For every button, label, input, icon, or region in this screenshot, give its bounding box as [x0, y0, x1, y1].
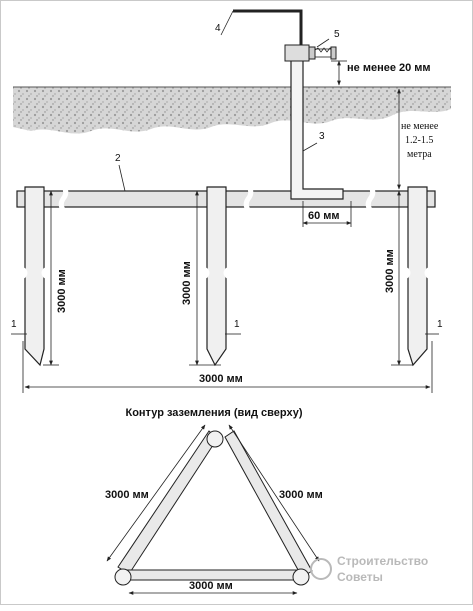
callout-2: 2 — [115, 153, 121, 164]
tri-label-left: 3000 мм — [105, 489, 149, 501]
electrode-top — [206, 430, 224, 448]
ground-rod-left — [20, 186, 49, 367]
contour-title: Контур заземления (вид сверху) — [125, 407, 302, 419]
tri-label-bottom: 3000 мм — [189, 580, 233, 592]
bar-break-marks — [58, 185, 376, 213]
watermark-logo-icon — [310, 558, 332, 580]
dim-rod-left — [43, 190, 59, 366]
label-rod-middle: 3000 мм — [181, 261, 193, 305]
watermark-line2: Советы — [337, 570, 383, 584]
dim-rod-middle — [189, 190, 221, 366]
dim-span — [22, 341, 433, 393]
callout-1-right: 1 — [437, 319, 443, 330]
label-depth-line3: метра — [407, 149, 432, 160]
dim-min-20mm — [331, 60, 347, 86]
tri-dim-right — [228, 424, 320, 562]
leader-4 — [220, 10, 234, 36]
label-min-20mm: не менее 20 мм — [347, 62, 431, 74]
tri-label-right: 3000 мм — [279, 489, 323, 501]
label-60mm: 60 мм — [308, 210, 340, 222]
outlet-strip — [290, 50, 344, 200]
grounding-wire — [233, 9, 303, 51]
callout-3: 3 — [319, 131, 325, 142]
callout-5: 5 — [334, 29, 340, 40]
watermark: Строительство Советы — [310, 554, 428, 584]
callout-1-left: 1 — [11, 319, 17, 330]
label-rod-left: 3000 мм — [56, 269, 68, 313]
callout-4: 4 — [215, 23, 221, 34]
leader-2 — [118, 164, 126, 192]
ground-rod-middle — [202, 186, 231, 367]
label-span: 3000 мм — [199, 373, 243, 385]
ground-rod-right — [403, 186, 432, 367]
leader-3 — [302, 142, 318, 152]
watermark-line1: Строительство — [337, 554, 428, 568]
label-rod-right: 3000 мм — [384, 249, 396, 293]
electrode-left — [114, 568, 132, 586]
electrode-right — [292, 568, 310, 586]
dim-rod-right — [391, 190, 413, 366]
label-depth-line1: не менее — [401, 121, 439, 132]
callout-1-mid: 1 — [234, 319, 240, 330]
bolt-connection — [284, 44, 337, 62]
tri-dim-left — [106, 424, 206, 562]
leader-5 — [316, 38, 330, 48]
dim-60mm — [302, 201, 352, 227]
label-depth-line2: 1.2-1.5 — [405, 135, 433, 146]
soil-layer — [13, 87, 451, 134]
